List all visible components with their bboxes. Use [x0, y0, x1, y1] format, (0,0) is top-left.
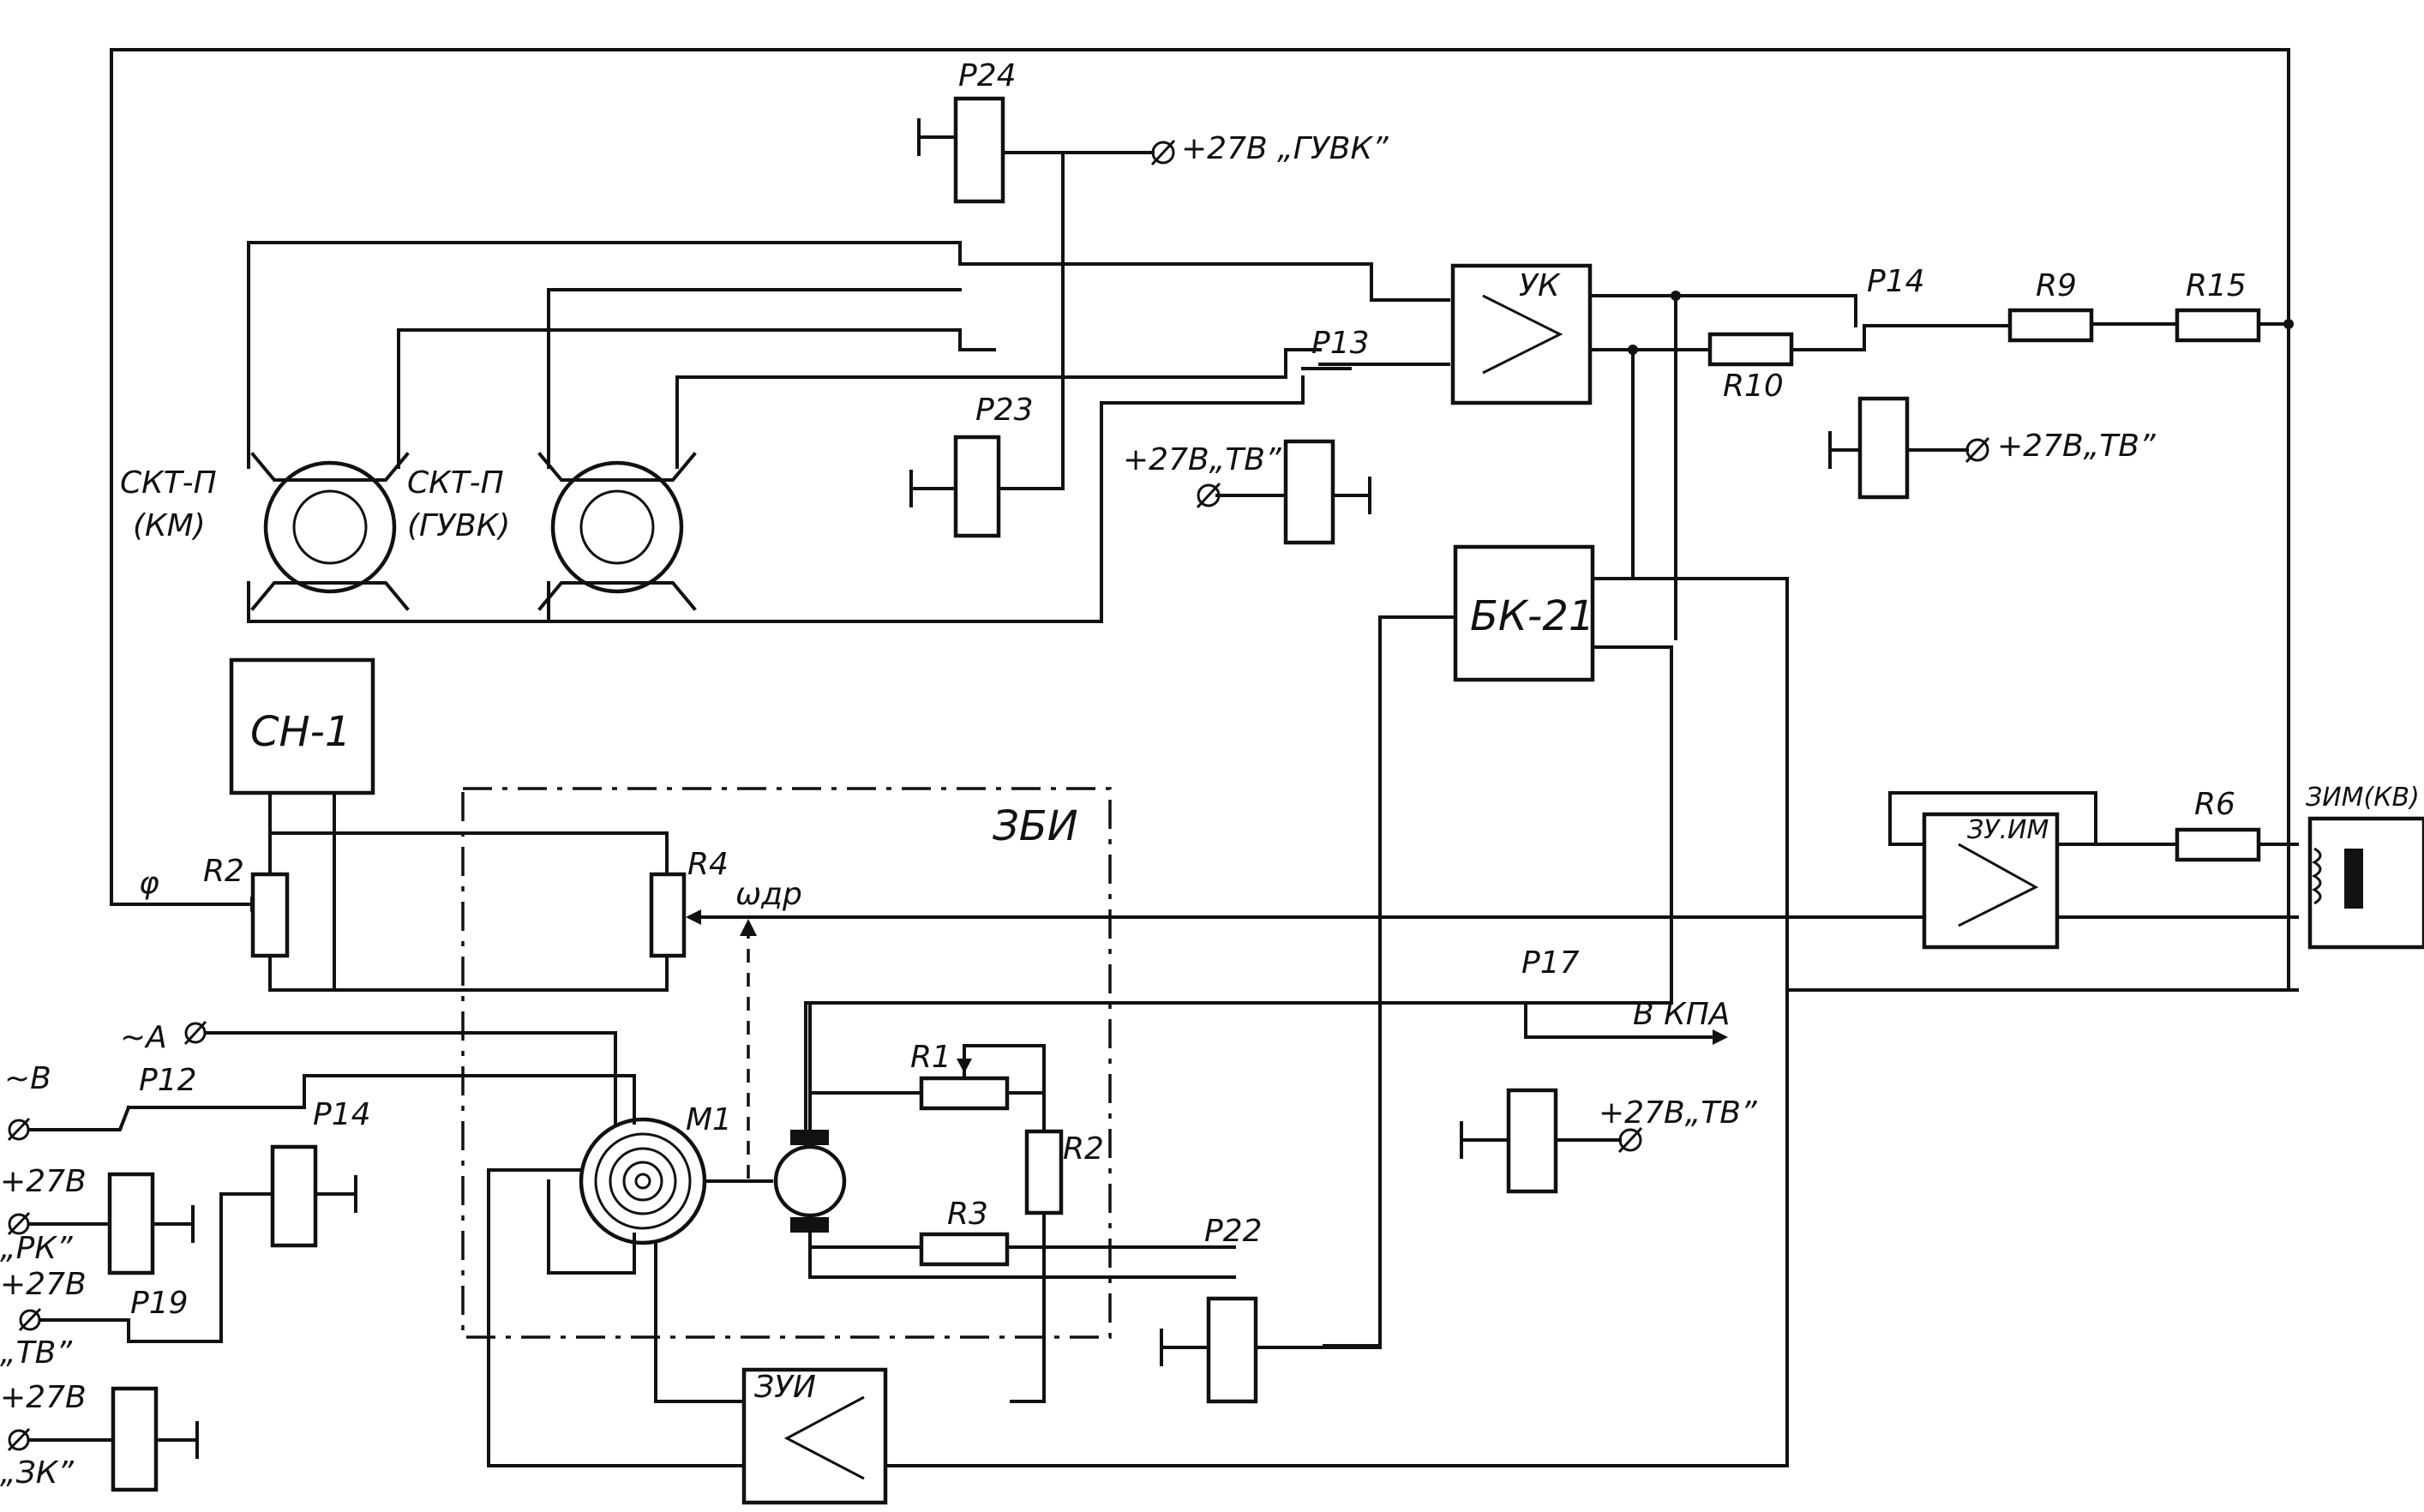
relay-left-p14-coil [127, 1144, 357, 1343]
supply-left-2-b: „ТВ” [0, 1335, 72, 1371]
label-r1: R1 [910, 1040, 951, 1075]
resolver-wiring [247, 241, 1450, 623]
amplifier-uk: УК [1450, 263, 1797, 640]
label-r2-right: R2 [1063, 1131, 1104, 1167]
label-skt-km-2: (КМ) [133, 508, 206, 543]
block-bk21: БК-21 [1323, 544, 2290, 1347]
mechanical-link [740, 919, 757, 1179]
label-skt-guvk-2: (ГУВК) [407, 508, 510, 543]
resistor-chain-top: R10 P14 R9 R15 [1674, 264, 2294, 404]
supply-left-2-a: +27В [0, 1267, 87, 1302]
relay-tv-lower: +27В„ТВ” [1460, 1088, 1757, 1194]
label-r2-left: R2 [203, 854, 244, 889]
supply-tv-1: +27В„ТВ” [1123, 442, 1281, 477]
label-sn1: СН-1 [250, 708, 351, 756]
amplifier-zui: ЗУИ [487, 988, 1789, 1505]
label-omega: ωдр [735, 877, 802, 912]
relay-left-1: +27В „РК” [0, 1164, 195, 1275]
label-zbi: ЗБИ [993, 802, 1078, 850]
label-r6: R6 [2194, 787, 2235, 822]
label-p12: P12 [139, 1063, 197, 1098]
contact-p19: +27В „ТВ” P19 [0, 1267, 189, 1371]
resistors-zbi: R1 R2 R3 P22 [808, 1040, 1263, 1403]
block-zim: ЗИМ(КВ) [2306, 783, 2424, 950]
label-uk: УК [1519, 268, 1561, 303]
relay-p24: P24 +27В „ГУВК” [917, 58, 1389, 490]
relay-p22 [1160, 1296, 1382, 1404]
label-r15: R15 [2186, 268, 2247, 303]
potentiometer-r4: R4 ωдр [649, 831, 1926, 992]
label-bk21: БК-21 [1470, 592, 1594, 640]
label-p17: P17 [1521, 945, 1580, 981]
relay-tv-upper: +27В„ТВ” P13 [1123, 326, 1371, 545]
label-phi: φ [139, 866, 159, 901]
label-p24: P24 [958, 58, 1017, 93]
label-m1: M1 [686, 1102, 732, 1137]
label-skt-guvk-1: СКТ-П [407, 465, 504, 501]
supply-tv-2: +27В„ТВ” [1997, 429, 2156, 464]
label-zim: ЗИМ(КВ) [2306, 783, 2420, 813]
resolver-skt-guvk: СКТ-П (ГУВК) [407, 452, 697, 611]
relay-left-3: +27В „ЗК” [0, 1380, 199, 1492]
label-r10: R10 [1723, 369, 1784, 404]
label-vkpa: В КПА [1633, 997, 1730, 1032]
label-r3: R3 [947, 1197, 988, 1232]
label-r4: R4 [687, 847, 729, 882]
supply-ac-a: ~А [120, 1020, 167, 1055]
block-sn1: СН-1 [229, 657, 375, 992]
resolver-skt-km: СКТ-П (КМ) [120, 452, 410, 611]
contact-p17: P17 В КПА [804, 945, 1730, 1180]
label-zui: ЗУИ [754, 1370, 816, 1405]
supply-left-1-b: „РК” [0, 1231, 73, 1266]
label-p13: P13 [1311, 326, 1370, 361]
supply-tv-3: +27В„ТВ” [1599, 1095, 1757, 1131]
label-p14-low: P14 [313, 1097, 371, 1132]
motor-m1: M1 ~А [120, 1020, 773, 1467]
supply-left-3-a: +27В [0, 1380, 87, 1415]
relay-p23: P23 [909, 393, 1065, 538]
relay-tv-right: +27В„ТВ” [1828, 396, 2156, 500]
supply-ac-b: ~В [4, 1061, 51, 1096]
label-p19: P19 [130, 1286, 189, 1321]
contact-p12-p14: ~В P12 P14 [4, 1061, 371, 1142]
supply-left-1-a: +27В [0, 1164, 87, 1199]
label-p22: P22 [1204, 1214, 1263, 1249]
label-skt-km-1: СКТ-П [120, 465, 217, 501]
tacho-generator [773, 1001, 1236, 1279]
supply-guvk: +27В „ГУВК” [1181, 131, 1389, 166]
potentiometer-r2-left: φ R2 [139, 831, 666, 992]
amplifier-zuim: ЗУ.ИМ R6 [1888, 787, 2299, 950]
zbi-frame: ЗБИ [461, 787, 1112, 1339]
label-zuim: ЗУ.ИМ [1967, 815, 2049, 845]
label-p23: P23 [975, 393, 1034, 428]
supply-left-3-b: „ЗК” [0, 1455, 74, 1491]
label-r9: R9 [2036, 268, 2077, 303]
label-p14-top: P14 [1867, 264, 1925, 299]
